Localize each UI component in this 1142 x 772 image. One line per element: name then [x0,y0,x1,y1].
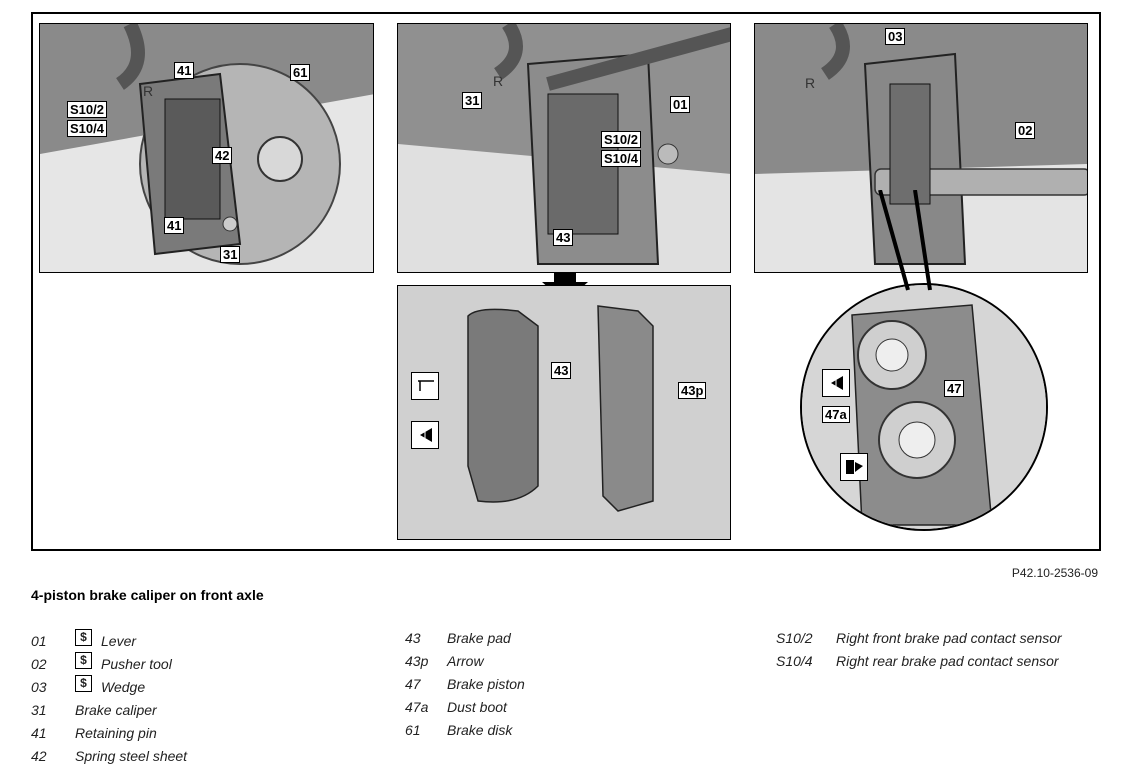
legend-code: 43 [405,630,421,646]
legend-code: S10/4 [776,653,813,669]
callout-41-bottom: 41 [164,217,185,234]
special-tool-icon: $ [75,629,92,646]
legend-desc: Pusher tool [101,656,172,672]
legend-item: S10/2 Right front brake pad contact sens… [776,630,1116,653]
brake-pads-photo [398,286,730,539]
callout-43: 43 [553,229,574,246]
pad-contact-symbol-icon [411,372,439,400]
callout-31: 31 [462,92,483,109]
assembly-symbol-icon [840,453,868,481]
legend-column-2: 43 Brake pad 43p Arrow 47 Brake piston 4… [405,630,705,745]
legend-desc: Arrow [447,653,484,669]
grease-symbol-icon [822,369,850,397]
legend-item: 47a Dust boot [405,699,705,722]
mark-r2: R [493,73,503,89]
legend-code: 41 [31,725,47,741]
legend-desc: Brake piston [447,676,525,692]
legend-item: 42 Spring steel sheet [31,748,331,771]
callout-s10-2: S10/2 [67,101,107,118]
legend-code: 31 [31,702,47,718]
callout-47: 47 [944,380,965,397]
legend-desc: Brake disk [447,722,513,738]
legend-item: 43 Brake pad [405,630,705,653]
piston-detail-circle: 47 47a [800,283,1048,531]
mark-r1: R [143,83,153,99]
special-tool-icon: $ [75,675,92,692]
legend-desc: Brake pad [447,630,511,646]
legend-desc: Dust boot [447,699,507,715]
callout-43: 43 [551,362,572,379]
page-title: 4-piston brake caliper on front axle [31,587,264,603]
mark-r3: R [805,75,815,91]
callout-43p: 43p [678,382,707,399]
legend-item: 43p Arrow [405,653,705,676]
legend-code: 02 [31,656,47,672]
legend-desc: Right rear brake pad contact sensor [836,653,1059,669]
photo-panel-caliper-overview: R 41 61 S10/2 S10/4 42 41 31 [39,23,374,273]
legend-code: S10/2 [776,630,813,646]
legend-desc: Retaining pin [75,725,157,741]
legend-desc: Brake caliper [75,702,157,718]
legend-code: 03 [31,679,47,695]
legend-item: 47 Brake piston [405,676,705,699]
special-tool-icon: $ [75,652,92,669]
callout-03: 03 [885,28,906,45]
legend-column-3: S10/2 Right front brake pad contact sens… [776,630,1116,676]
callout-s10-2: S10/2 [601,131,641,148]
callout-s10-4: S10/4 [67,120,107,137]
legend-item: 61 Brake disk [405,722,705,745]
callout-42: 42 [212,147,233,164]
photo-panel-lever: R 31 01 S10/2 S10/4 43 [397,23,731,273]
legend-code: 42 [31,748,47,764]
legend-column-1: 01 $ Lever 02 $ Pusher tool 03 $ Wedge 3… [31,629,331,771]
legend-item: S10/4 Right rear brake pad contact senso… [776,653,1116,676]
legend-item: 03 $ Wedge [31,675,331,702]
legend-code: 47a [405,699,429,715]
legend-item: 41 Retaining pin [31,725,331,748]
figure-reference: P42.10-2536-09 [1011,566,1098,580]
legend-item: 02 $ Pusher tool [31,652,331,679]
legend-desc: Wedge [101,679,146,695]
caliper-photo-1: R [40,24,373,272]
callout-02: 02 [1015,122,1036,139]
legend-code: 01 [31,633,47,649]
photo-panel-brake-pads: 43 43p [397,285,731,540]
callout-47a: 47a [822,406,850,423]
callout-41-top: 41 [174,62,195,79]
detail-leader-lines [878,190,932,291]
legend-desc: Spring steel sheet [75,748,188,764]
grease-symbol-icon [411,421,439,449]
legend-item: 31 Brake caliper [31,702,331,725]
callout-01: 01 [670,96,691,113]
callout-31: 31 [220,246,241,263]
legend-desc: Right front brake pad contact sensor [836,630,1062,646]
callout-s10-4: S10/4 [601,150,641,167]
callout-61: 61 [290,64,311,81]
legend-code: 47 [405,676,421,692]
legend-code: 61 [405,722,421,738]
legend-desc: Lever [101,633,137,649]
legend-item: 01 $ Lever [31,629,331,656]
legend-code: 43p [405,653,429,669]
